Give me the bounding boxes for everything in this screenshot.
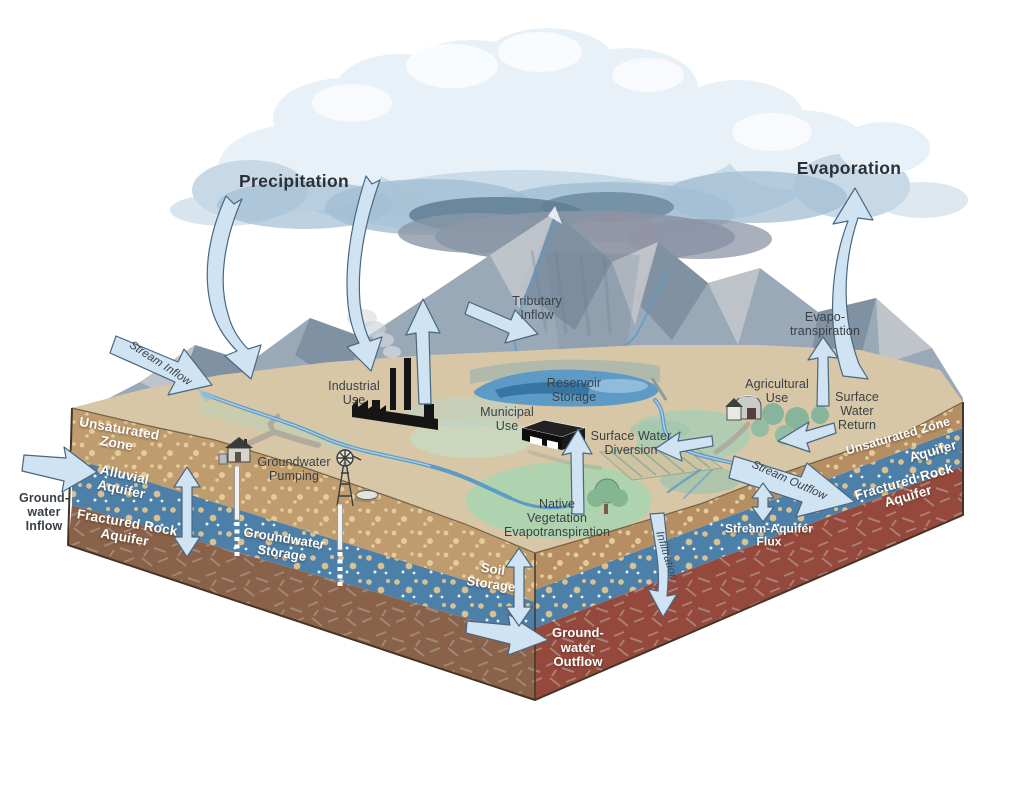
groundwater-outflow-arrow — [465, 613, 549, 656]
label-tributary-inflow: Tributary Inflow — [512, 294, 562, 322]
rain-streaks — [530, 250, 612, 337]
label-municipal-use: Municipal Use — [480, 405, 534, 433]
barn-icon — [725, 395, 762, 421]
storage-tank-icon — [354, 490, 380, 502]
irrigated-field-circles — [751, 403, 829, 445]
tree-icon — [587, 478, 628, 514]
water-well-icon — [234, 465, 343, 588]
label-agricultural-use: Agricultural Use — [745, 377, 809, 405]
label-reservoir-storage: Reservoir Storage — [546, 376, 602, 404]
tributary-inflow-arrow — [464, 301, 539, 344]
surface-water-diversion-arrow — [654, 431, 714, 462]
label-groundwater-inflow: Ground- water Inflow — [19, 491, 69, 533]
flow-arrows — [21, 175, 874, 656]
groundwater-storage-arrow — [173, 466, 201, 558]
label-groundwater-pumping: Groundwater Pumping — [257, 455, 331, 483]
evapotranspiration-arrow — [807, 336, 839, 407]
label-evaporation: Evaporation — [796, 158, 902, 179]
label-surface-water-diversion: Surface Water Diversion — [590, 429, 672, 457]
stream-aquifer-flux-arrow — [751, 482, 775, 523]
industrial-evaporation-arrow — [405, 298, 441, 405]
label-precipitation: Precipitation — [239, 171, 349, 192]
groundwater-inflow-arrow — [21, 446, 98, 493]
roads — [229, 413, 751, 470]
cloud-bank — [170, 28, 968, 263]
block-edges — [67, 401, 964, 701]
label-native-vegetation-et: Native Vegetation Evapotranspiration — [503, 497, 611, 539]
infiltration-arrow — [647, 512, 678, 618]
stream-inflow-arrow — [109, 335, 213, 396]
surface-water-return-arrow — [777, 421, 837, 453]
pump-house-icon — [218, 437, 253, 465]
label-surface-water-return: Surface Water Return — [835, 390, 879, 432]
windmill-icon — [336, 449, 362, 507]
label-evapotranspiration: Evapo- transpiration — [789, 310, 861, 338]
reservoir — [473, 369, 668, 407]
label-industrial-use: Industrial Use — [328, 379, 380, 407]
label-stream-aquifer-flux: Stream-Aquifer Flux — [724, 521, 814, 549]
label-groundwater-outflow: Ground- water Outflow — [552, 625, 604, 670]
precipitation-arrow-left — [206, 195, 262, 380]
precipitation-arrow-center — [346, 175, 383, 372]
stream-outflow-arrow — [728, 455, 856, 518]
soil-storage-arrow — [505, 547, 533, 627]
native-vegetation-et-arrow — [561, 428, 593, 515]
evaporation-arrow — [831, 187, 874, 380]
